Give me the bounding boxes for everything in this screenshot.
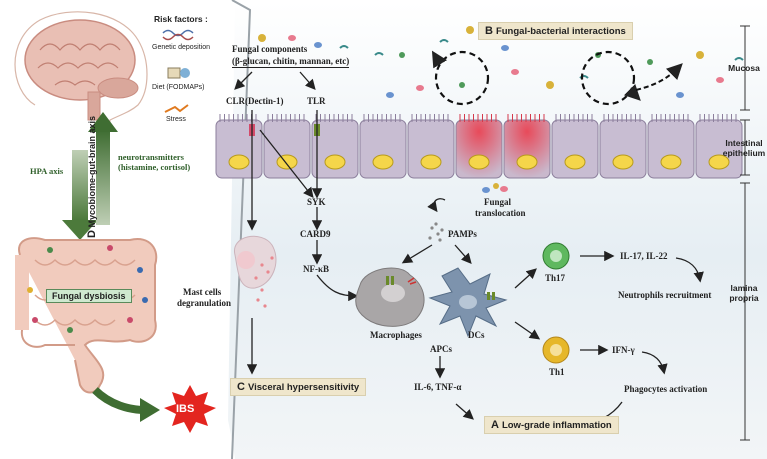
risk-factors-title: Risk factors : [154, 14, 208, 24]
neurotransmitters-label: neurotransmitters [118, 152, 184, 162]
epithelial-cell [407, 119, 455, 179]
fungal-dysbiosis-label: Fungal dysbiosis [46, 289, 132, 303]
pamps-label: PAMPs [448, 229, 477, 239]
th17-label: Th17 [545, 273, 566, 283]
hpa-axis-label: HPA axis [30, 166, 64, 176]
lamina-label-1: lamina [730, 283, 758, 293]
degranulation-label: degranulation [177, 298, 232, 308]
macrophage-cell [355, 267, 425, 327]
cell-nucleus [372, 154, 394, 170]
phagocytes-label: Phagocytes activation [624, 384, 708, 394]
mucosa-label: Mucosa [728, 63, 760, 73]
cytokines-label: IL-6, TNF-α [414, 382, 462, 392]
cell-nucleus [660, 154, 682, 170]
diet-icon [167, 67, 181, 79]
epithelial-cell [311, 119, 359, 179]
epithelial-cell [647, 119, 695, 179]
epithelial-cell [695, 119, 743, 179]
epithelium-label-2: epithelium [722, 148, 766, 158]
risk-genetic: Genetic deposition [152, 44, 210, 51]
panel-c-letter: C [237, 381, 245, 393]
mgb-axis-label: D Mycobiome-gut-brain axis [86, 116, 98, 238]
epithelial-cell [359, 119, 407, 179]
risk-icons [162, 29, 194, 113]
panel-b-text: Fungal-bacterial interactions [495, 26, 626, 37]
dna-icon [162, 29, 194, 37]
panel-a-text: Low-grade inflammation [501, 420, 612, 431]
dendritic-cell [428, 267, 508, 338]
th1-cell [542, 336, 570, 364]
risk-stress: Stress [166, 116, 186, 123]
macrophages-label: Macrophages [370, 330, 422, 340]
intestine-illustration [15, 237, 158, 394]
cell-nucleus [468, 154, 490, 170]
epithelial-cell [503, 119, 551, 179]
dcs-label: DCs [468, 330, 485, 340]
ifn-label: IFN-γ [612, 345, 635, 355]
fungal-translocation-2: translocation [475, 208, 526, 218]
axis-arrows [62, 112, 118, 240]
cell-nucleus [516, 154, 538, 170]
cell-nucleus [708, 154, 730, 170]
nfkb-label: NF-κB [303, 264, 329, 274]
panel-b-letter: B [485, 25, 493, 37]
epithelial-cell [551, 119, 599, 179]
mast-cells-label: Mast cells [183, 287, 222, 297]
risk-diet: Diet (FODMAPs) [152, 84, 205, 91]
epithelial-cell [263, 119, 311, 179]
cell-nucleus [612, 154, 634, 170]
syk-label: SYK [307, 197, 326, 207]
ibs-starburst [164, 385, 216, 433]
il17-label: IL-17, IL-22 [620, 251, 668, 261]
epithelium-label-1: Intestinal [725, 138, 763, 148]
cell-nucleus [324, 154, 346, 170]
cell-nucleus [228, 154, 250, 170]
clr-label: CLR(Dectin-1) [226, 96, 284, 106]
card9-label: CARD9 [300, 229, 331, 239]
panel-a-letter: A [491, 419, 499, 431]
panel-d-letter: D [86, 230, 98, 238]
epithelium-row [215, 114, 743, 179]
panel-c-text: Visceral hypersensitivity [247, 382, 360, 393]
brain-illustration [24, 19, 139, 121]
mast-cell [234, 235, 277, 308]
ibs-label: IBS [176, 403, 195, 415]
tlr-label: TLR [307, 96, 326, 106]
lamina-label-2: propria [729, 293, 759, 303]
main-panel-bg [228, 2, 767, 459]
fungal-components-title: Fungal components [232, 44, 308, 54]
apcs-label: APCs [430, 344, 452, 354]
fungal-components-examples: (β-glucan, chitin, mannan, etc) [232, 56, 350, 68]
fungal-translocation-1: Fungal [484, 197, 512, 207]
cell-nucleus [420, 154, 442, 170]
stress-icon [164, 104, 189, 113]
neutrophils-label: Neutrophils recruitment [618, 290, 712, 300]
mgb-axis-text: Mycobiome-gut-brain axis [87, 116, 97, 228]
th1-label: Th1 [549, 367, 565, 377]
layer-brackets [740, 25, 750, 441]
cell-nucleus [564, 154, 586, 170]
th17-cell [542, 242, 570, 270]
epithelial-cell [599, 119, 647, 179]
epithelial-cell [455, 119, 503, 179]
neurotransmitters-examples: (histamine, cortisol) [118, 162, 191, 172]
cell-nucleus [276, 154, 298, 170]
